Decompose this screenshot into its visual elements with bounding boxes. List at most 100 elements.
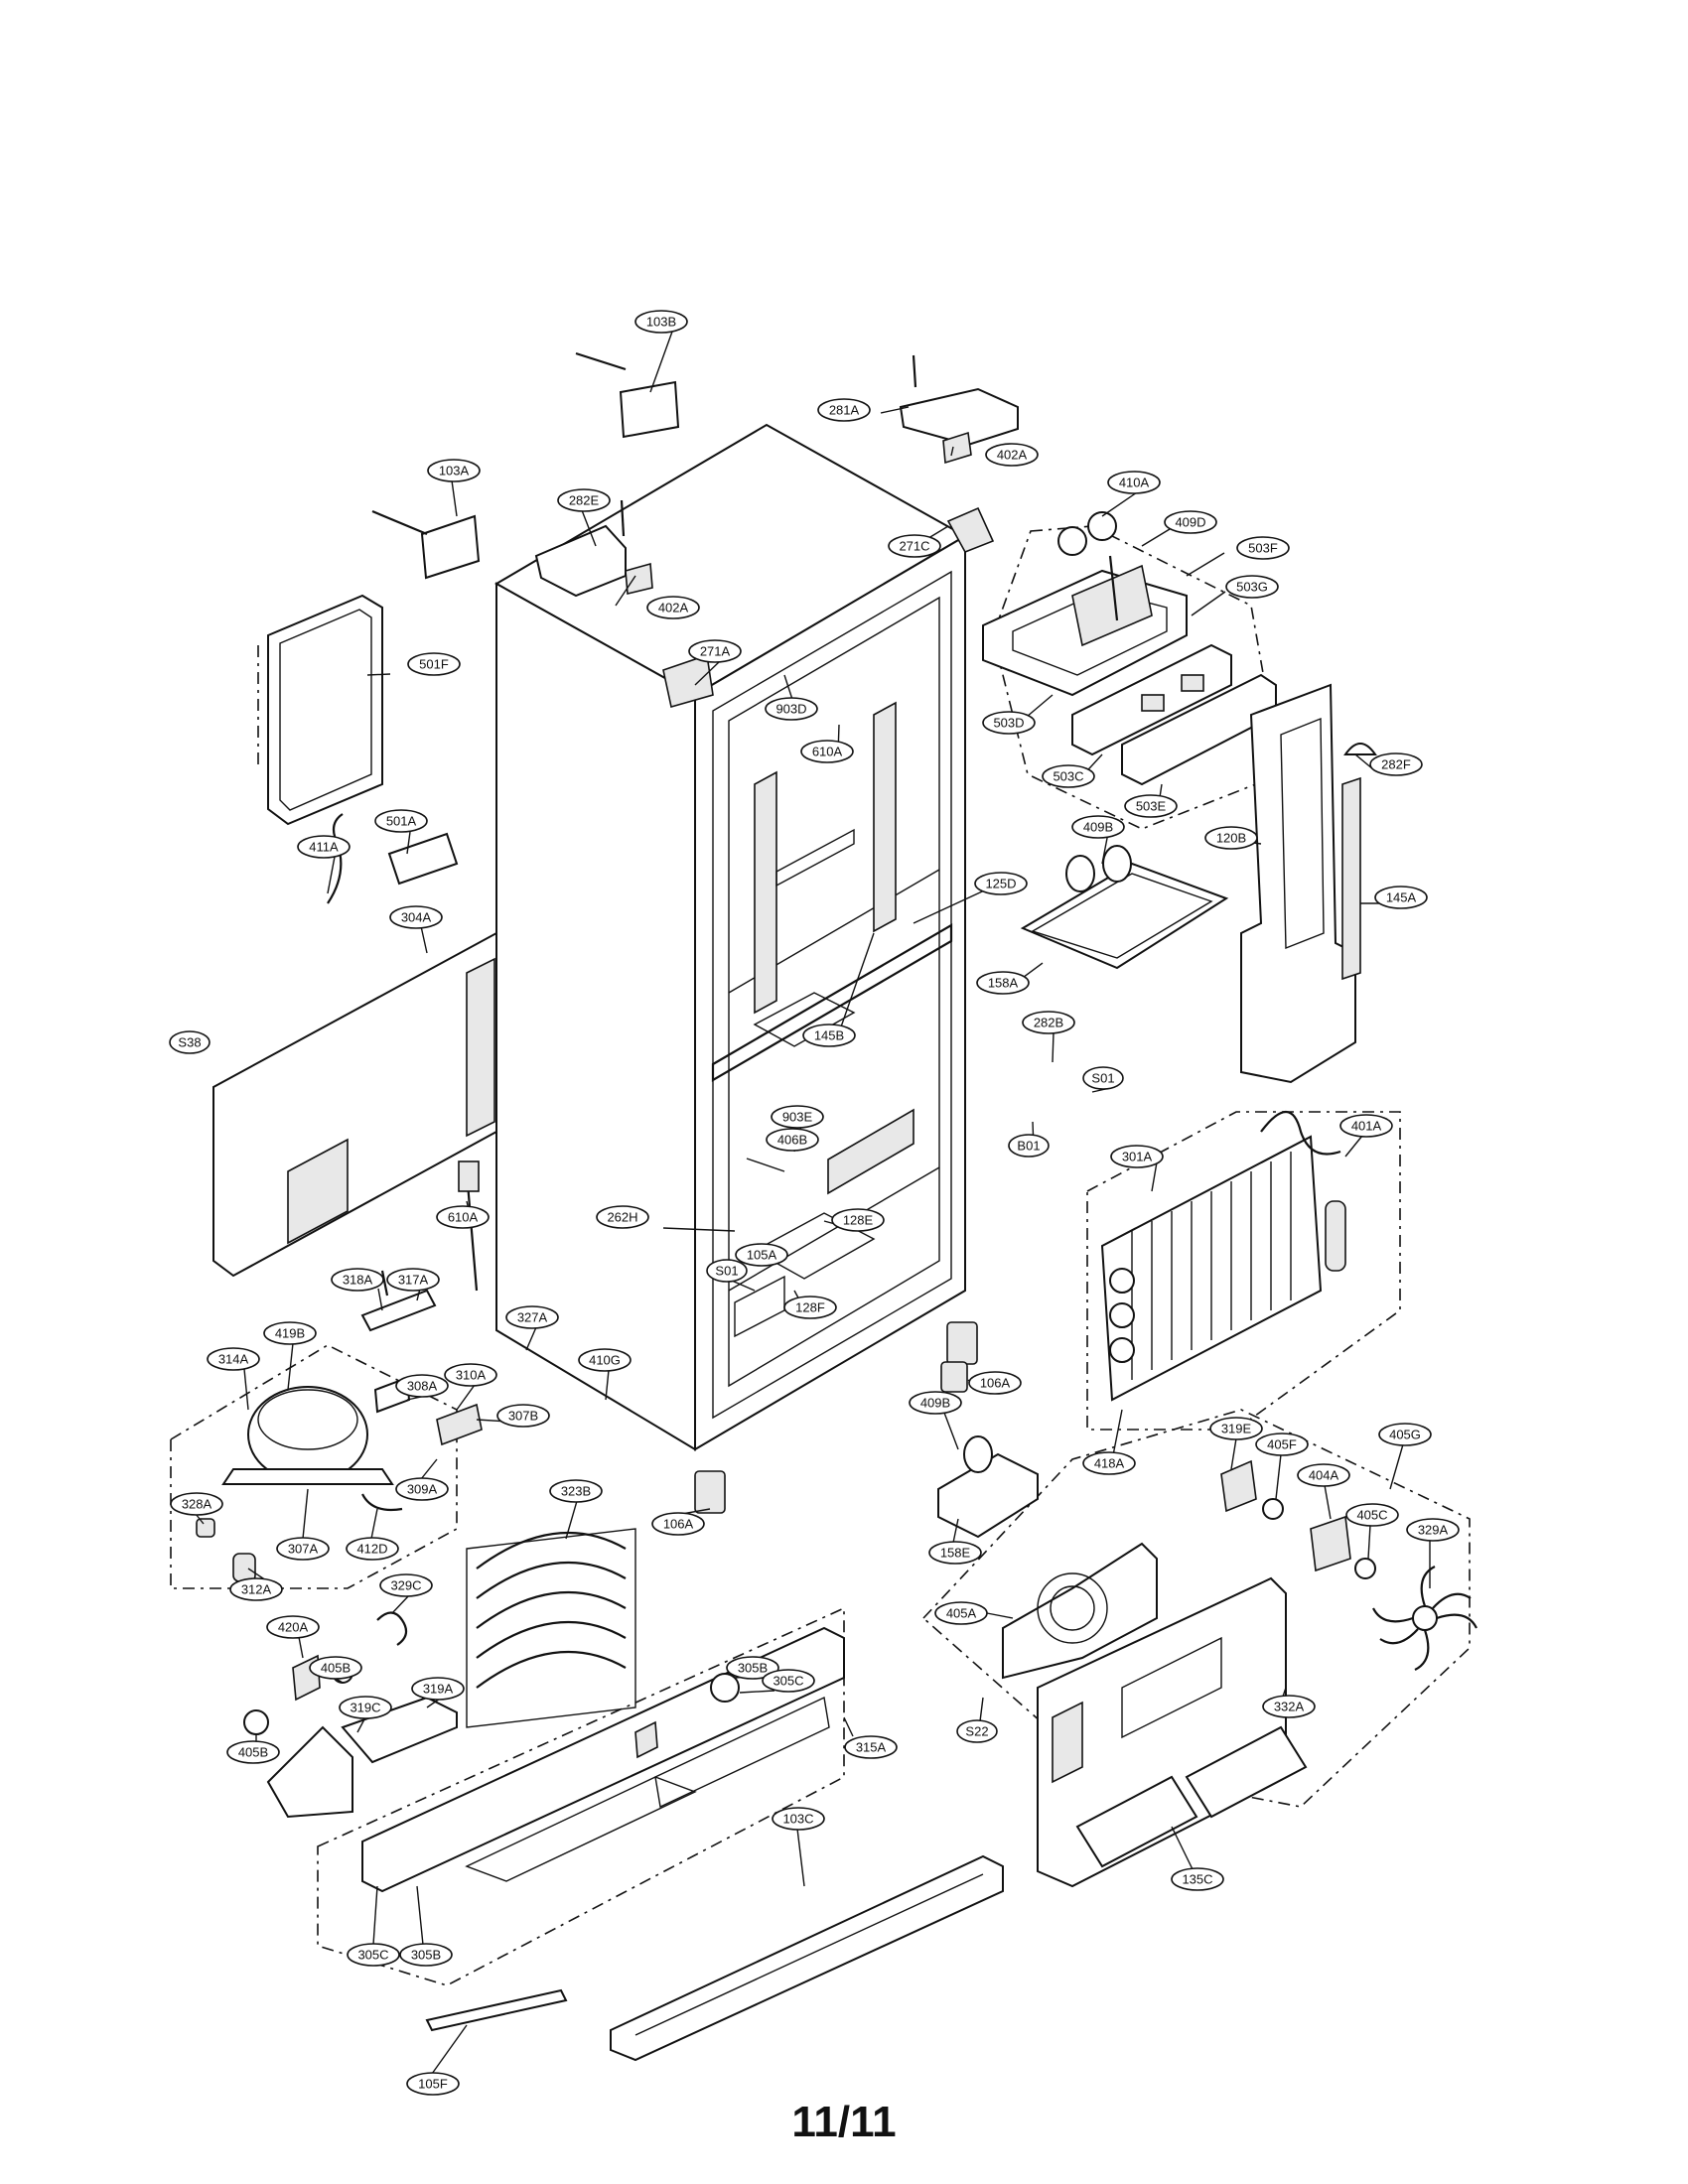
- svg-text:406B: 406B: [777, 1133, 807, 1148]
- strip-105f: [425, 1988, 568, 2032]
- svg-text:145B: 145B: [814, 1028, 844, 1043]
- callout-label: 105F: [406, 2072, 460, 2096]
- callout-label: 103A: [427, 459, 481, 482]
- shelf-158e: [937, 1361, 1039, 1539]
- callout-label: 106A: [968, 1371, 1022, 1395]
- svg-text:501F: 501F: [419, 657, 449, 672]
- callout-label: 409D: [1164, 510, 1217, 534]
- svg-text:310A: 310A: [456, 1368, 487, 1383]
- callout-label: 307A: [276, 1537, 330, 1561]
- fan-parts: [1220, 1459, 1477, 1671]
- svg-text:312A: 312A: [241, 1582, 272, 1597]
- shelf-158a: [1020, 845, 1229, 970]
- callout-label: 135C: [1171, 1867, 1224, 1891]
- callout-label: 312A: [229, 1577, 283, 1601]
- callout-label: 282E: [557, 488, 611, 512]
- svg-text:405F: 405F: [1267, 1437, 1297, 1452]
- callout-label: 314A: [207, 1347, 260, 1371]
- svg-text:319A: 319A: [423, 1682, 454, 1697]
- callout-label: 420A: [266, 1615, 320, 1639]
- svg-text:405B: 405B: [238, 1745, 268, 1760]
- callout-label: 503E: [1124, 794, 1178, 818]
- svg-text:307B: 307B: [508, 1409, 538, 1424]
- callout-label: 304A: [389, 905, 443, 929]
- svg-text:271A: 271A: [700, 644, 731, 659]
- svg-text:S22: S22: [965, 1724, 988, 1739]
- control-assembly: [982, 511, 1277, 786]
- callout-label: 120B: [1204, 826, 1258, 850]
- page-number: 11/11: [791, 2098, 897, 2146]
- callout-label: 405G: [1378, 1423, 1432, 1446]
- svg-text:281A: 281A: [829, 403, 860, 418]
- svg-text:282B: 282B: [1034, 1016, 1063, 1030]
- fan-blade-329a: [1372, 1566, 1477, 1671]
- callout-label: S01: [1082, 1066, 1124, 1090]
- svg-text:405B: 405B: [321, 1661, 351, 1676]
- svg-text:329C: 329C: [390, 1578, 421, 1593]
- svg-text:329A: 329A: [1418, 1523, 1449, 1538]
- svg-text:323B: 323B: [561, 1484, 591, 1499]
- callout-label: S38: [169, 1030, 211, 1054]
- callout-label: 411A: [297, 835, 351, 859]
- svg-text:103B: 103B: [646, 315, 676, 330]
- callout-label: B01: [1008, 1134, 1050, 1158]
- callout-label: 128E: [831, 1208, 885, 1232]
- svg-text:B01: B01: [1017, 1139, 1040, 1154]
- svg-text:411A: 411A: [309, 840, 339, 855]
- svg-text:903D: 903D: [775, 702, 806, 717]
- callout-label: 501F: [407, 652, 461, 676]
- svg-text:305B: 305B: [738, 1661, 768, 1676]
- compressor-group: [196, 1376, 483, 1582]
- callout-label: 404A: [1297, 1463, 1350, 1487]
- callout-label: 332A: [1262, 1695, 1316, 1718]
- svg-text:317A: 317A: [398, 1273, 429, 1288]
- callout-label: 315A: [844, 1735, 898, 1759]
- callout-label: S01: [706, 1259, 748, 1283]
- callout-label: 328A: [170, 1492, 223, 1516]
- svg-text:327A: 327A: [517, 1310, 548, 1325]
- callout-label: 282B: [1022, 1011, 1075, 1034]
- callout-label: 405F: [1255, 1433, 1309, 1456]
- callout-label: 402A: [985, 443, 1039, 467]
- svg-text:103C: 103C: [782, 1812, 813, 1827]
- callout-label: 128F: [783, 1296, 837, 1319]
- callout-label: 503F: [1236, 536, 1290, 560]
- callout-label: 327A: [505, 1305, 559, 1329]
- callout-label: 262H: [596, 1205, 649, 1229]
- callout-label: 271A: [688, 639, 742, 663]
- top-parts: [371, 351, 1019, 598]
- callout-label: 319C: [339, 1696, 392, 1719]
- callout-label: 319E: [1209, 1417, 1263, 1440]
- refrigerator-cabinet: [493, 423, 995, 1514]
- callout-label: 305C: [347, 1943, 400, 1967]
- callout-label: 406B: [766, 1128, 819, 1152]
- callout-label: 419B: [263, 1321, 317, 1345]
- svg-text:158E: 158E: [940, 1546, 971, 1561]
- callout-label: 410G: [578, 1348, 632, 1372]
- svg-text:503G: 503G: [1236, 580, 1268, 595]
- svg-text:409B: 409B: [1083, 820, 1113, 835]
- callout-label: 309A: [395, 1477, 449, 1501]
- svg-text:307A: 307A: [288, 1542, 319, 1557]
- svg-text:103A: 103A: [439, 464, 470, 478]
- callout-label: 158E: [928, 1541, 982, 1565]
- svg-text:420A: 420A: [278, 1620, 309, 1635]
- callout-label: 503D: [982, 711, 1036, 735]
- svg-text:401A: 401A: [1351, 1119, 1382, 1134]
- svg-text:106A: 106A: [980, 1376, 1011, 1391]
- svg-text:409B: 409B: [920, 1396, 950, 1411]
- callout-label: 145B: [802, 1024, 856, 1047]
- left-side-parts: [212, 813, 497, 1292]
- svg-text:S01: S01: [1091, 1071, 1114, 1086]
- panel-501f: [267, 594, 383, 826]
- svg-text:158A: 158A: [988, 976, 1019, 991]
- svg-text:305C: 305C: [773, 1674, 803, 1689]
- svg-text:106A: 106A: [663, 1517, 694, 1532]
- svg-text:314A: 314A: [218, 1352, 249, 1367]
- callout-label: 305B: [726, 1656, 779, 1680]
- svg-text:410G: 410G: [589, 1353, 621, 1368]
- svg-text:309A: 309A: [407, 1482, 438, 1497]
- svg-text:903E: 903E: [782, 1110, 813, 1125]
